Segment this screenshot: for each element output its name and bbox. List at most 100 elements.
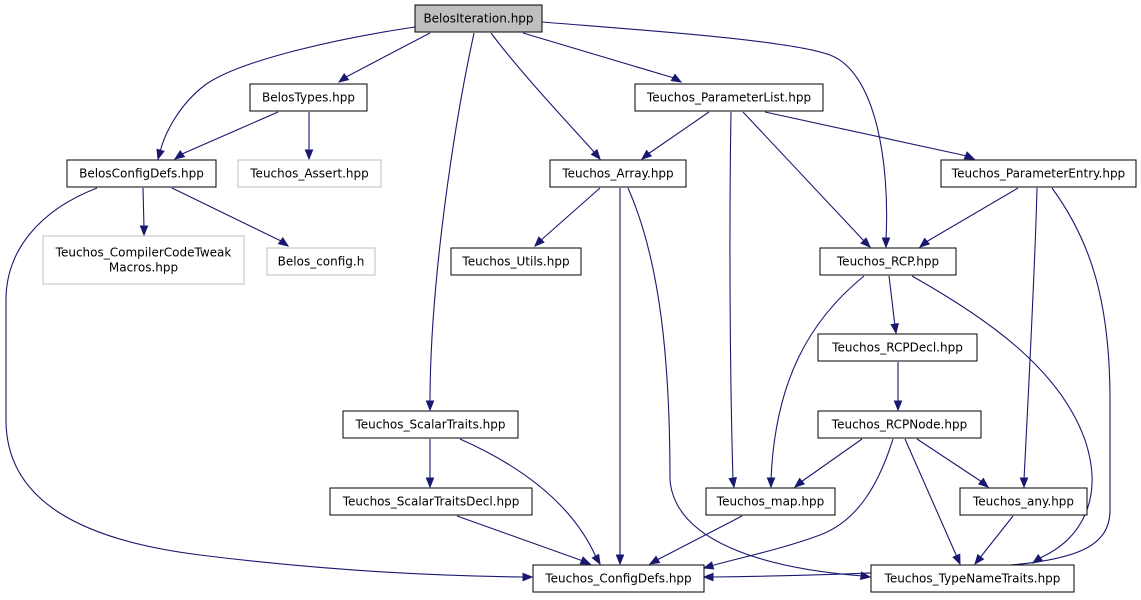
edge-arrowhead [890,322,899,335]
node-teuchos-map[interactable]: Teuchos_map.hpp [705,487,836,516]
edge-belos-types-to-belos-config-defs [173,111,279,160]
node-teuchos-any[interactable]: Teuchos_any.hpp [959,487,1088,516]
edge-belos-iteration-to-belos-config-defs [156,26,416,161]
node-box[interactable] [450,247,582,276]
node-box[interactable] [266,247,376,276]
edge-arrowhead [893,400,903,412]
node-box[interactable] [549,159,687,188]
node-teuchos-rcp-decl[interactable]: Teuchos_RCPDecl.hpp [817,333,978,362]
node-teuchos-array[interactable]: Teuchos_Array.hpp [549,159,687,188]
edge-teuchos-parameter-entry-to-teuchos-rcp [918,187,1019,248]
edge-line [490,32,596,154]
node-teuchos-parameter-entry[interactable]: Teuchos_ParameterEntry.hpp [940,159,1137,188]
node-belos-iteration[interactable]: BelosIteration.hpp [414,4,543,33]
node-box[interactable] [414,4,543,33]
node-belos-types[interactable]: BelosTypes.hpp [249,83,368,112]
edge-line [925,187,1019,243]
edge-arrowhead [156,148,165,161]
edge-arrowhead [337,72,350,83]
edge-arrowhead [702,572,714,582]
edge-teuchos-rcp-to-teuchos-type-name-traits [911,275,1093,564]
node-teuchos-parameter-list[interactable]: Teuchos_ParameterList.hpp [634,83,824,112]
edge-teuchos-scalar-traits-decl-to-teuchos-config-defs [456,515,592,565]
node-teuchos-assert[interactable]: Teuchos_Assert.hpp [237,159,382,188]
node-box[interactable] [329,487,533,516]
edge-belos-types-to-teuchos-assert [304,112,314,161]
node-box[interactable] [66,159,217,188]
edge-belos-iteration-to-teuchos-parameter-list [522,32,683,83]
edge-line [171,187,282,242]
edge-teuchos-scalar-traits-to-teuchos-scalar-traits-decl [425,439,435,489]
edge-arrowhead [963,151,976,160]
node-box[interactable] [634,83,824,112]
edge-arrowhead [728,476,737,489]
node-box[interactable] [249,83,368,112]
edge-line [142,187,145,229]
node-belos-config-defs[interactable]: BelosConfigDefs.hpp [66,159,217,188]
edge-belos-iteration-to-belos-types [337,32,431,83]
node-belos-config-h[interactable]: Belos_config.h [266,247,376,276]
node-label: Teuchos_CompilerCodeTweak [55,246,232,260]
edge-arrowhead [881,237,891,249]
edge-line [345,32,431,78]
node-label: Teuchos_Utils.hpp [461,255,569,269]
edge-teuchos-array-to-teuchos-type-name-traits [627,187,872,580]
node-box[interactable] [237,159,382,188]
edge-line [764,111,968,157]
edge-line [647,111,710,155]
edge-line [627,187,864,577]
edge-line [800,438,863,483]
edge-line [978,515,1014,560]
node-label: Teuchos_map.hpp [716,495,824,509]
edge-teuchos-scalar-traits-to-teuchos-config-defs [459,438,601,566]
node-box[interactable] [817,410,982,439]
edge-arrowhead [1019,477,1029,489]
edge-teuchos-parameter-list-to-teuchos-map [728,111,737,489]
edge-arrowhead [304,149,314,161]
node-teuchos-scalar-traits-decl[interactable]: Teuchos_ScalarTraitsDecl.hpp [329,487,533,516]
node-box[interactable] [42,235,245,285]
edge-arrowhead [425,477,435,489]
node-teuchos-scalar-traits[interactable]: Teuchos_ScalarTraits.hpp [342,410,519,439]
edge-line [181,111,279,155]
edge-line [656,515,743,561]
edge-arrowhead [859,571,872,580]
edge-teuchos-any-to-teuchos-type-name-traits [974,515,1014,566]
edge-teuchos-parameter-list-to-teuchos-parameter-entry [764,111,976,160]
node-box[interactable] [819,247,957,276]
edge-teuchos-rcp-node-to-teuchos-config-defs [702,438,894,570]
edge-arrowhead [534,236,545,247]
node-teuchos-type-name-traits[interactable]: Teuchos_TypeNameTraits.hpp [870,564,1075,593]
edge-line [522,32,675,79]
edge-line [5,187,526,578]
edge-line [456,515,584,562]
node-label: BelosTypes.hpp [262,91,355,105]
node-box[interactable] [817,333,978,362]
edge-line [742,111,866,243]
edge-arrowhead [590,148,601,161]
node-teuchos-rcp[interactable]: Teuchos_RCP.hpp [819,247,957,276]
edge-arrowhead [860,237,871,248]
node-teuchos-config-defs[interactable]: Teuchos_ConfigDefs.hpp [532,564,705,593]
node-teuchos-utils[interactable]: Teuchos_Utils.hpp [450,247,582,276]
edge-teuchos-array-to-teuchos-config-defs [615,188,625,566]
node-box[interactable] [940,159,1137,188]
edge-arrowhead [425,400,435,412]
edge-teuchos-array-to-teuchos-utils [534,187,601,247]
node-label: Teuchos_Array.hpp [561,167,673,181]
node-label: Teuchos_TypeNameTraits.hpp [884,572,1061,586]
node-teuchos-rcp-node[interactable]: Teuchos_RCPNode.hpp [817,410,982,439]
edge-belos-iteration-to-teuchos-rcp [541,21,891,249]
node-box[interactable] [870,564,1075,593]
node-box[interactable] [705,487,836,516]
edge-arrowhead [277,236,290,247]
edge-line [710,438,894,567]
edge-teuchos-parameter-list-to-teuchos-rcp [742,111,871,248]
node-box[interactable] [532,564,705,593]
edge-teuchos-parameter-list-to-teuchos-array [640,111,710,160]
edge-teuchos-rcp-node-to-teuchos-type-name-traits [904,438,961,566]
edge-line [429,32,475,404]
node-box[interactable] [342,410,519,439]
node-box[interactable] [959,487,1088,516]
